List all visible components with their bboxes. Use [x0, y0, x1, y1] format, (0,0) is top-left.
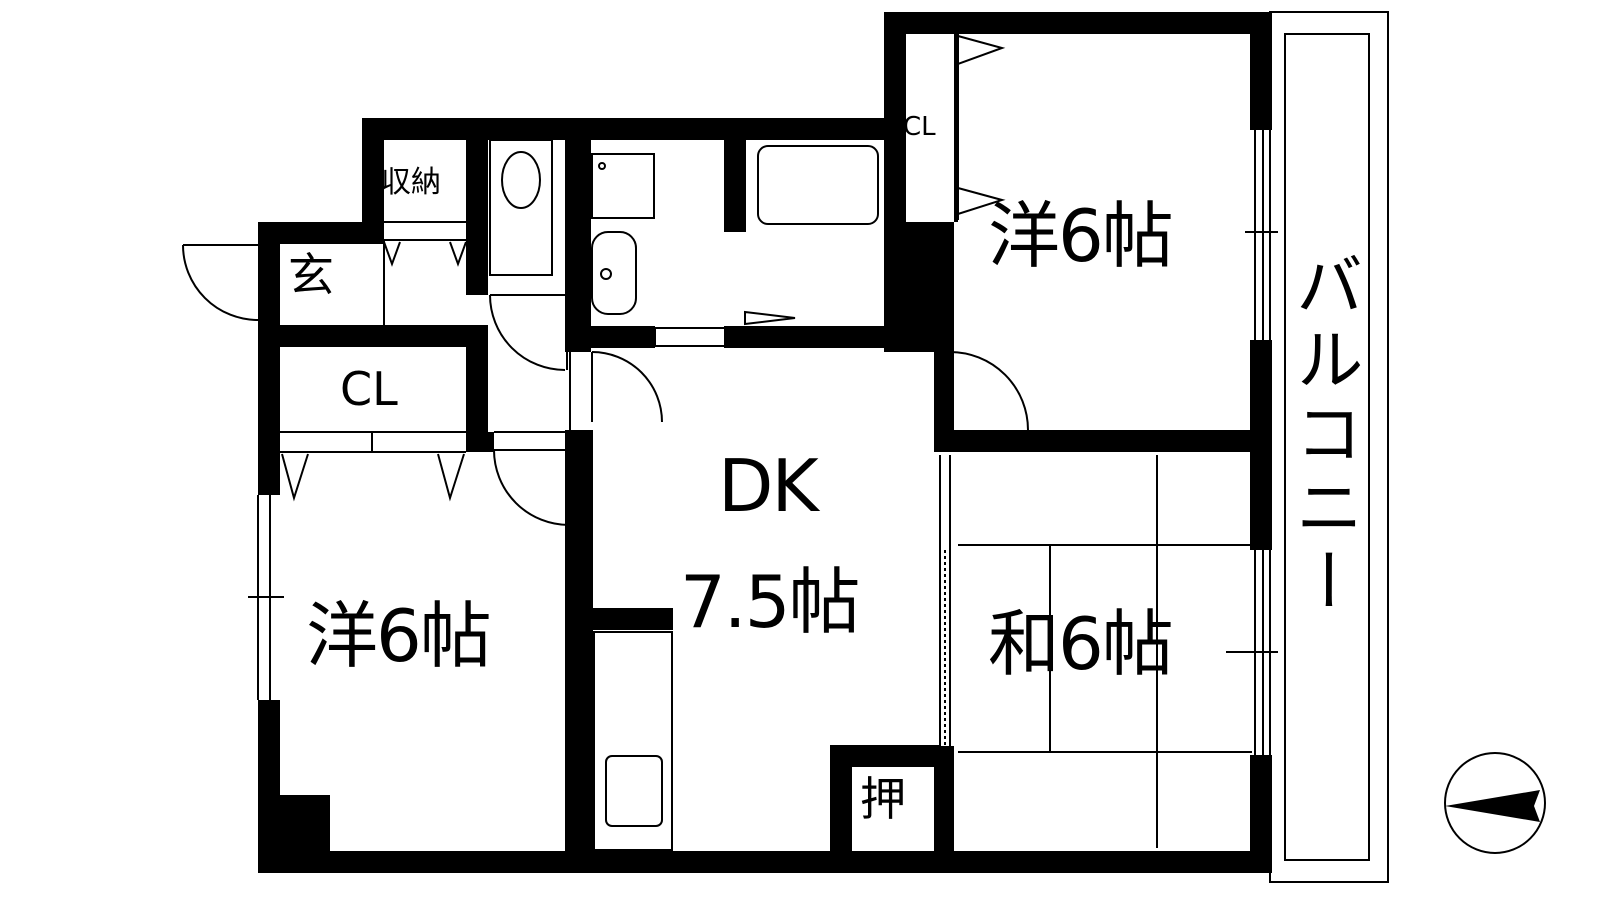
room-label-western-left: 洋6帖: [306, 594, 492, 678]
wall-closet-right: [466, 325, 488, 443]
bath-door-marker: [744, 310, 796, 326]
thin-lines: [182, 11, 1546, 883]
wall-left-room-right: [565, 430, 593, 873]
wall-rooms-divider: [934, 430, 1272, 452]
wall-storage-left: [362, 118, 384, 244]
wall-entrance-left: [258, 222, 280, 320]
wall-toilet-left: [466, 140, 488, 295]
wall-closet-divider: [954, 34, 958, 222]
wall-closet-bottom: [466, 432, 494, 452]
left-closet-marker-1: [281, 453, 309, 502]
storage-door-marker-1: [383, 241, 401, 267]
wall-entrance-top: [258, 222, 384, 244]
room-label-dk: DK: [718, 444, 819, 528]
wall-wash-bottom-left: [565, 326, 655, 348]
balcony-inner: [1284, 33, 1370, 861]
wall-wash-bottom-right: [724, 326, 884, 348]
balcony-label: バルコニー: [1283, 250, 1362, 620]
wall-core: [884, 222, 954, 352]
room-label-dk-size: 7.5帖: [680, 560, 861, 644]
top-room-door-arc: [949, 351, 1029, 431]
wall-dk-right-upper: [934, 348, 954, 446]
wall-left-upper: [258, 320, 280, 495]
wash-threshold: [654, 327, 726, 347]
wall-right-top: [1250, 12, 1272, 130]
entrance-label: 玄: [288, 248, 334, 302]
north-arrow-icon: [1445, 790, 1540, 822]
left-closet-marker-2: [437, 453, 465, 502]
wall-dk-right-lower: [934, 746, 954, 873]
kitchen-counter: [593, 631, 673, 851]
wall-wash-right: [724, 140, 746, 232]
compass-circle: [1444, 752, 1546, 854]
storage-door-marker-2: [449, 241, 467, 267]
dk-door-arc: [591, 351, 663, 423]
wall-bottom: [258, 851, 1272, 873]
wall-right-bottom: [1250, 755, 1272, 873]
wall-closet-top: [258, 325, 488, 347]
kitchen-sink: [605, 755, 663, 827]
entrance-door-arc: [182, 244, 259, 321]
room-label-japanese: 和6帖: [988, 602, 1174, 686]
wall-oshiire-left: [830, 745, 852, 873]
vanity-top: [591, 153, 655, 219]
wall-top-middle: [362, 118, 906, 140]
left-room-door-arc: [493, 449, 570, 526]
closet-top-label: CL: [903, 112, 936, 142]
room-label-western-top: 洋6帖: [988, 194, 1174, 278]
wall-toilet-right: [565, 140, 591, 352]
closet-door-marker-1: [957, 34, 1006, 66]
bathtub: [757, 145, 879, 225]
wash-basin: [591, 231, 637, 315]
toilet-door-arc: [489, 294, 566, 371]
wall-top-right: [884, 12, 1272, 34]
walls: [258, 12, 1540, 873]
vanity-dot: [598, 162, 606, 170]
toilet-bowl: [501, 151, 541, 209]
oshiire-label: 押: [860, 772, 906, 826]
basin-drain: [600, 268, 612, 280]
storage-label: 収納: [381, 165, 441, 200]
wall-oshiire-top: [830, 745, 940, 767]
wall-kitchen-top: [593, 608, 673, 630]
closet-left-label: CL: [340, 362, 398, 416]
wall-top-step: [884, 12, 906, 228]
wall-left-column: [258, 795, 330, 873]
